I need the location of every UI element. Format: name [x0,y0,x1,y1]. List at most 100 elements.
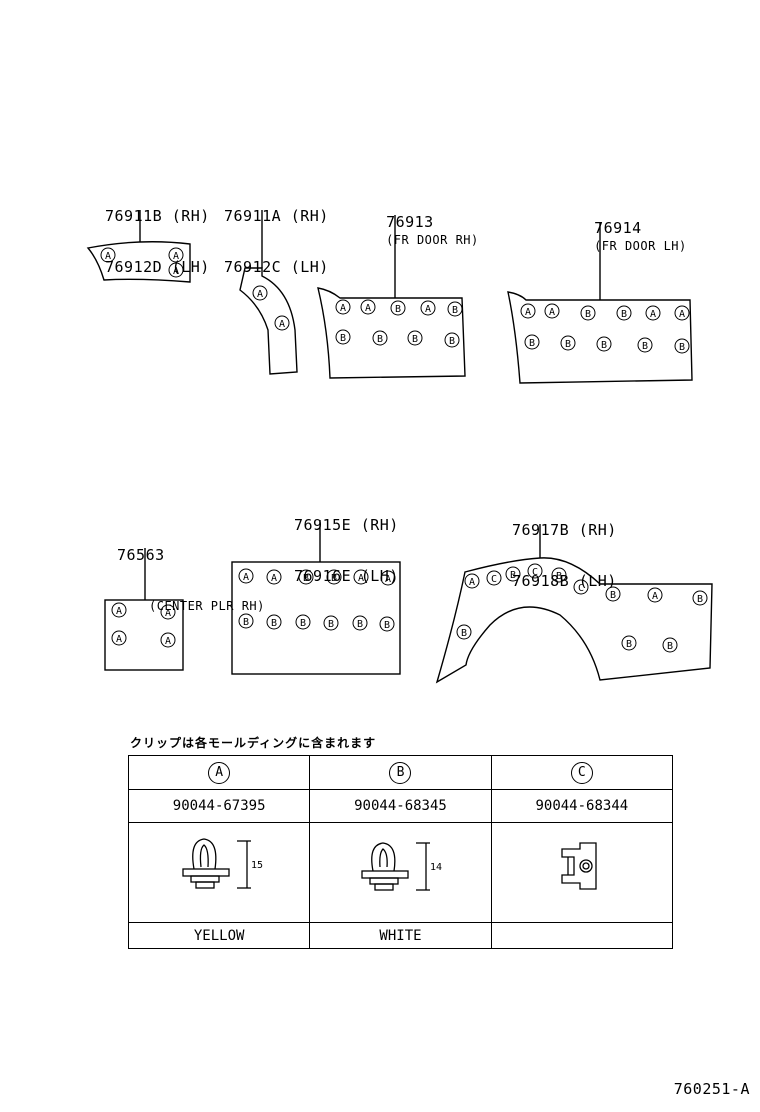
part-description: (FR DOOR RH) [386,233,479,247]
svg-text:B: B [510,570,516,581]
reference-number: 760251-A [673,1080,750,1098]
svg-text:A: A [679,309,685,320]
svg-text:B: B [377,334,383,345]
svg-text:B: B [565,339,571,350]
svg-text:B: B [610,590,616,601]
clip-drawing-c [490,822,674,923]
svg-text:B: B [452,305,458,316]
part-label-line: 76911B (RH) [105,207,210,225]
part-number: 76913 [386,213,434,231]
svg-text:A: A [243,572,249,583]
clip-letter: B [389,761,412,784]
clip-part-number-row: 90044-67395 90044-68345 90044-68344 [127,789,674,823]
svg-text:C: C [491,574,497,585]
clip-markers [100,247,708,653]
part-number: 76563 [117,546,165,564]
svg-text:B: B [357,619,363,630]
svg-text:B: B [461,628,467,639]
svg-text:A: A [469,577,475,588]
svg-text:B: B [529,338,535,349]
clip-dimension: 15 [251,860,263,871]
clip-part-number: 90044-68344 [490,789,674,823]
svg-text:B: B [601,340,607,351]
clip-letter: A [208,761,231,784]
svg-text:A: A [173,251,179,262]
clip-drawing-b: 14 [309,822,492,923]
part-label-76563: 76563 (CENTER PLR RH) [117,513,265,632]
clip-a-drawing: 15 [182,837,263,889]
svg-text:C: C [532,567,538,578]
svg-text:A: A [279,319,285,330]
clip-part-number: 90044-68345 [309,789,492,823]
clip-c-drawing [561,841,597,890]
molding-76915e [231,561,401,675]
clip-part-number: 90044-67395 [127,789,311,823]
part-label-line: 76911A (RH) [224,207,329,225]
part-label-line: 76917B (RH) [512,521,617,539]
svg-text:B: B [328,619,334,630]
clip-color-row: YELLOW WHITE [127,922,674,949]
svg-text:A: A [650,309,656,320]
svg-text:B: B [271,618,277,629]
clip-drawing-a: 15 [127,822,311,923]
clip-table: A B C 90044-67395 90044-68345 90044-6834… [127,755,674,949]
svg-text:B: B [449,336,455,347]
part-label-line: 76918B (LH) [512,572,617,590]
molding-76563 [104,599,184,671]
part-label-line: 76915E (RH) [294,516,399,534]
svg-text:A: A [116,634,122,645]
clip-color [490,922,674,949]
part-label-line: 76912C (LH) [224,258,329,276]
clip-note: クリップは各モールディングに含まれます [130,736,377,750]
clip-b-drawing: 14 [361,841,443,891]
clip-letter: C [570,761,593,784]
part-label-76911b: 76911B (RH) 76912D (LH) [105,174,210,293]
svg-text:A: A [385,574,391,585]
svg-text:B: B [395,304,401,315]
svg-text:A: A [425,304,431,315]
clip-color: YELLOW [127,922,311,949]
part-label-76915e: 76915E (RH) 76916E (LH) [294,483,399,602]
part-label-76917b: 76917B (RH) 76918B (LH) [512,488,617,607]
svg-text:B: B [556,571,562,582]
svg-text:A: A [173,266,179,277]
svg-text:A: A [116,606,122,617]
part-description: (CENTER PLR RH) [149,599,265,613]
part-number: 76914 [594,219,642,237]
part-label-76913: 76913 (FR DOOR RH) [367,197,479,249]
svg-text:A: A [358,573,364,584]
part-label-line: 76916E (LH) [294,567,399,585]
svg-text:B: B [331,573,337,584]
svg-text:A: A [257,289,263,300]
clip-header-c: C [490,755,674,790]
clip-header-b: B [309,755,492,790]
svg-text:B: B [667,641,673,652]
svg-text:A: A [365,303,371,314]
svg-text:A: A [271,573,277,584]
svg-text:B: B [642,341,648,352]
part-description: (FR DOOR LH) [594,239,687,253]
clip-color: WHITE [309,922,492,949]
svg-text:B: B [303,573,309,584]
clip-dimension: 14 [430,862,442,873]
part-label-line: 76912D (LH) [105,258,210,276]
svg-text:B: B [243,617,249,628]
part-label-76911a: 76911A (RH) 76912C (LH) [224,174,329,293]
molding-76914 [507,291,693,384]
molding-76911b [86,241,191,283]
clip-drawing-row: 15 14 [127,822,674,923]
svg-text:B: B [626,639,632,650]
svg-text:A: A [525,307,531,318]
svg-text:B: B [384,620,390,631]
svg-text:B: B [679,342,685,353]
svg-text:B: B [300,618,306,629]
svg-text:B: B [412,334,418,345]
molding-76913 [317,287,466,379]
svg-text:B: B [585,309,591,320]
clip-header-a: A [127,755,311,790]
svg-text:B: B [340,333,346,344]
svg-text:B: B [621,309,627,320]
svg-text:A: A [165,636,171,647]
